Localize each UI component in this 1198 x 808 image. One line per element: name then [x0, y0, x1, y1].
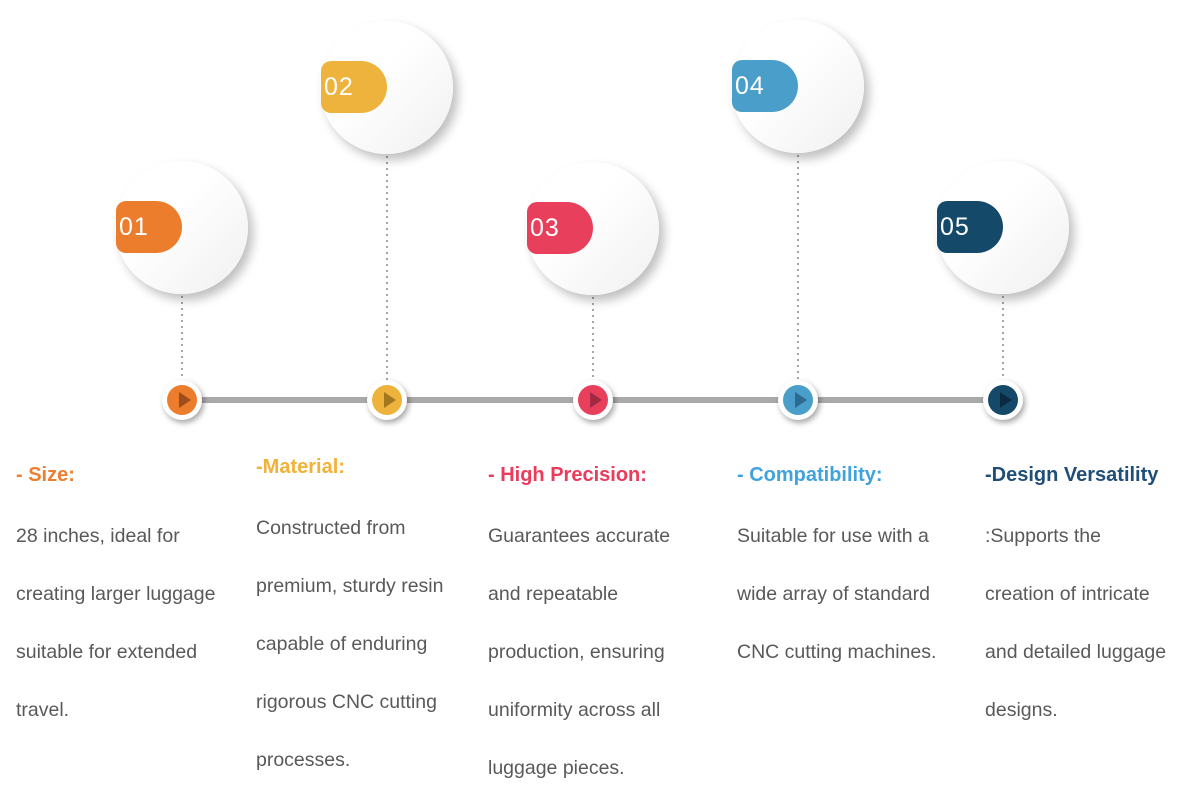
feature-line: designs.	[985, 699, 1058, 721]
connector-line-4	[797, 155, 799, 380]
feature-body: 28 inches, ideal for creating larger lug…	[16, 524, 248, 756]
feature-line: capable of enduring	[256, 633, 428, 655]
feature-column-compatibility: - Compatibility: Suitable for use with a…	[737, 462, 955, 698]
feature-line: creation of intricate	[985, 583, 1150, 605]
play-marker-inner-3	[578, 385, 608, 415]
play-icon	[794, 392, 807, 408]
feature-line: and repeatable	[488, 583, 619, 605]
step-number-02: 02	[324, 72, 354, 101]
play-marker-4	[778, 380, 818, 420]
feature-line: and detailed luggage	[985, 641, 1167, 663]
step-badge-03: 03	[527, 202, 593, 254]
step-number-03: 03	[530, 213, 560, 242]
feature-heading: - High Precision:	[488, 464, 647, 486]
step-badge-02: 02	[321, 61, 387, 113]
connector-line-1	[181, 296, 183, 380]
play-marker-inner-4	[783, 385, 813, 415]
play-icon	[999, 392, 1012, 408]
feature-line: production, ensuring	[488, 641, 665, 663]
feature-heading: - Size:	[16, 464, 75, 486]
feature-column-precision: - High Precision: Guarantees accurate an…	[488, 462, 698, 808]
feature-heading: - Compatibility:	[737, 464, 883, 486]
feature-line: uniformity across all	[488, 699, 661, 721]
feature-body: :Supports the creation of intricate and …	[985, 524, 1195, 756]
feature-line: creating larger luggage	[16, 583, 216, 605]
feature-line: 28 inches, ideal for	[16, 525, 180, 547]
feature-column-size: - Size: 28 inches, ideal for creating la…	[16, 462, 248, 756]
feature-line: Suitable for use with a	[737, 525, 929, 547]
feature-line: Guarantees accurate	[488, 525, 671, 547]
feature-line: processes.	[256, 749, 351, 771]
feature-line: premium, sturdy resin	[256, 575, 444, 597]
feature-line: Constructed from	[256, 517, 406, 539]
play-icon	[383, 392, 396, 408]
feature-column-material: -Material: Constructed from premium, stu…	[256, 454, 468, 806]
feature-line: luggage pieces.	[488, 757, 625, 779]
play-marker-inner-1	[167, 385, 197, 415]
feature-heading: -Design Versatility	[985, 464, 1159, 486]
play-marker-inner-5	[988, 385, 1018, 415]
feature-body: Suitable for use with a wide array of st…	[737, 524, 955, 698]
feature-column-versatility: -Design Versatility :Supports the creati…	[985, 462, 1195, 756]
step-number-04: 04	[735, 71, 765, 100]
step-number-05: 05	[940, 212, 970, 241]
step-circle-02: 02	[320, 21, 453, 154]
step-circle-01: 01	[115, 161, 248, 294]
feature-body: Guarantees accurate and repeatable produ…	[488, 524, 698, 808]
feature-line: rigorous CNC cutting	[256, 691, 437, 713]
feature-line: travel.	[16, 699, 70, 721]
feature-body: Constructed from premium, sturdy resin c…	[256, 516, 468, 806]
connector-line-5	[1002, 296, 1004, 380]
connector-line-3	[592, 297, 594, 380]
play-marker-3	[573, 380, 613, 420]
play-marker-inner-2	[372, 385, 402, 415]
step-badge-01: 01	[116, 201, 182, 253]
play-marker-2	[367, 380, 407, 420]
step-circle-03: 03	[526, 162, 659, 295]
play-marker-5	[983, 380, 1023, 420]
play-icon	[178, 392, 191, 408]
step-circle-05: 05	[936, 161, 1069, 294]
step-circle-04: 04	[731, 20, 864, 153]
feature-line: suitable for extended	[16, 641, 198, 663]
feature-line: :Supports the	[985, 525, 1101, 547]
play-marker-1	[162, 380, 202, 420]
feature-line: CNC cutting machines.	[737, 641, 937, 663]
feature-heading: -Material:	[256, 456, 345, 478]
play-icon	[589, 392, 602, 408]
connector-line-2	[386, 156, 388, 380]
step-number-01: 01	[119, 212, 149, 241]
step-badge-04: 04	[732, 60, 798, 112]
feature-line: wide array of standard	[737, 583, 930, 605]
step-badge-05: 05	[937, 201, 1003, 253]
